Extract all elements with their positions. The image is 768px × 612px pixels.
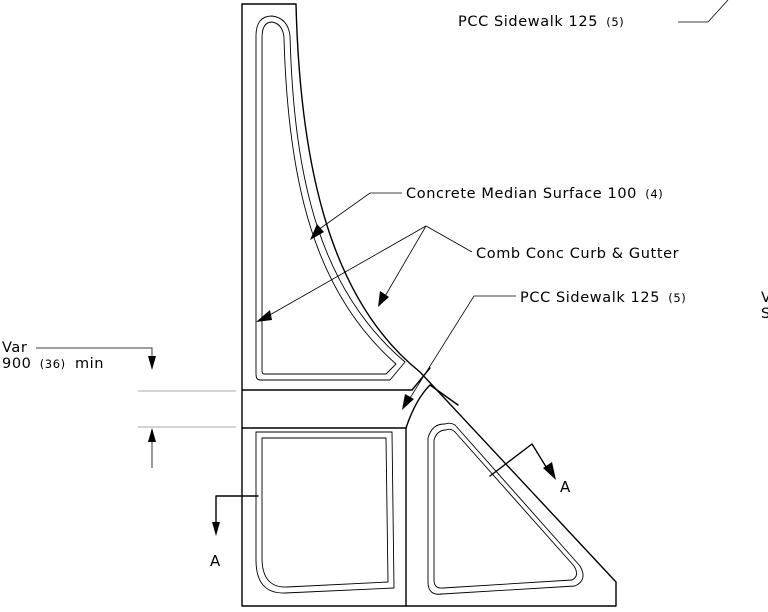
section-left-label: A [210, 552, 221, 570]
sidewalk-band [241, 367, 459, 607]
section-marker-left: A [210, 495, 259, 570]
dimension-line2-metric: (36) [40, 357, 66, 371]
dimension-arrowhead-down [148, 356, 156, 370]
label-sidewalk-mid-text: PCC Sidewalk 125 [520, 290, 660, 306]
label-clipped-right-line2: S [761, 306, 768, 322]
svg-text:Concrete Median Surface 100: Concrete Median Surface 100 (4) [406, 186, 663, 202]
island-outline [241, 3, 617, 607]
dimension-arrowhead-up [148, 428, 156, 442]
svg-text:PCC Sidewalk 125 (5): PCC Sidewalk 125 (5) [520, 290, 686, 306]
dimension-crosswalk-width: Var 900 (36) min [2, 340, 236, 468]
label-median-surface: Concrete Median Surface 100 (4) [310, 186, 663, 240]
label-sidewalk-top: PCC Sidewalk 125 (5) [458, 0, 729, 30]
svg-text:900 (36) min: 900 (36) min [2, 356, 104, 372]
label-sidewalk-top-text: PCC Sidewalk 125 [458, 14, 598, 30]
label-clipped-right-line1: V [761, 290, 768, 306]
label-clipped-right: V S [761, 290, 768, 322]
label-curb-gutter: Comb Conc Curb & Gutter [256, 225, 679, 322]
leader-arrowhead [378, 291, 389, 307]
section-marker-right: A [489, 443, 571, 496]
dimension-line2-value: 900 [2, 356, 31, 372]
lower-left-panel [255, 431, 395, 594]
label-median-surface-text: Concrete Median Surface 100 [406, 186, 637, 202]
label-sidewalk-mid-metric: (5) [668, 291, 686, 305]
dimension-line2-suffix: min [75, 356, 104, 372]
section-right-label: A [560, 478, 571, 496]
leader-arrowhead [310, 224, 324, 240]
leader-arrowhead [402, 394, 414, 410]
upper-median-panel [255, 15, 406, 381]
label-sidewalk-mid: PCC Sidewalk 125 (5) [402, 290, 686, 410]
svg-text:PCC Sidewalk 125 (5): PCC Sidewalk 125 (5) [458, 14, 624, 30]
label-median-surface-metric: (4) [645, 187, 663, 201]
label-sidewalk-top-metric: (5) [606, 15, 624, 29]
dimension-line1: Var [2, 340, 27, 356]
label-curb-gutter-text: Comb Conc Curb & Gutter [476, 246, 679, 262]
leader-arrowhead [256, 310, 272, 322]
lower-right-panel [427, 422, 584, 595]
